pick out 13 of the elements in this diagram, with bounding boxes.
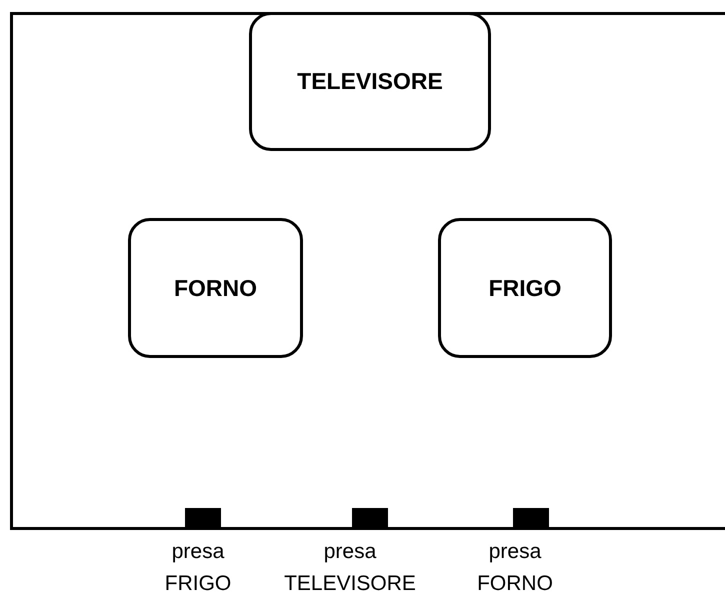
socket-label: presa TELEVISORE — [284, 539, 416, 597]
socket — [513, 508, 549, 528]
appliance-label: FRIGO — [488, 274, 562, 303]
appliance-label: TELEVISORE — [297, 67, 443, 96]
appliance-box — [438, 218, 612, 358]
socket — [185, 508, 221, 528]
socket-label: presa FORNO — [477, 539, 553, 597]
room-outline — [10, 12, 725, 530]
appliance-box — [249, 12, 491, 151]
appliance-box — [128, 218, 303, 358]
appliance-label: FORNO — [174, 274, 258, 303]
socket — [352, 508, 388, 528]
socket-label: presa FRIGO — [164, 539, 232, 597]
